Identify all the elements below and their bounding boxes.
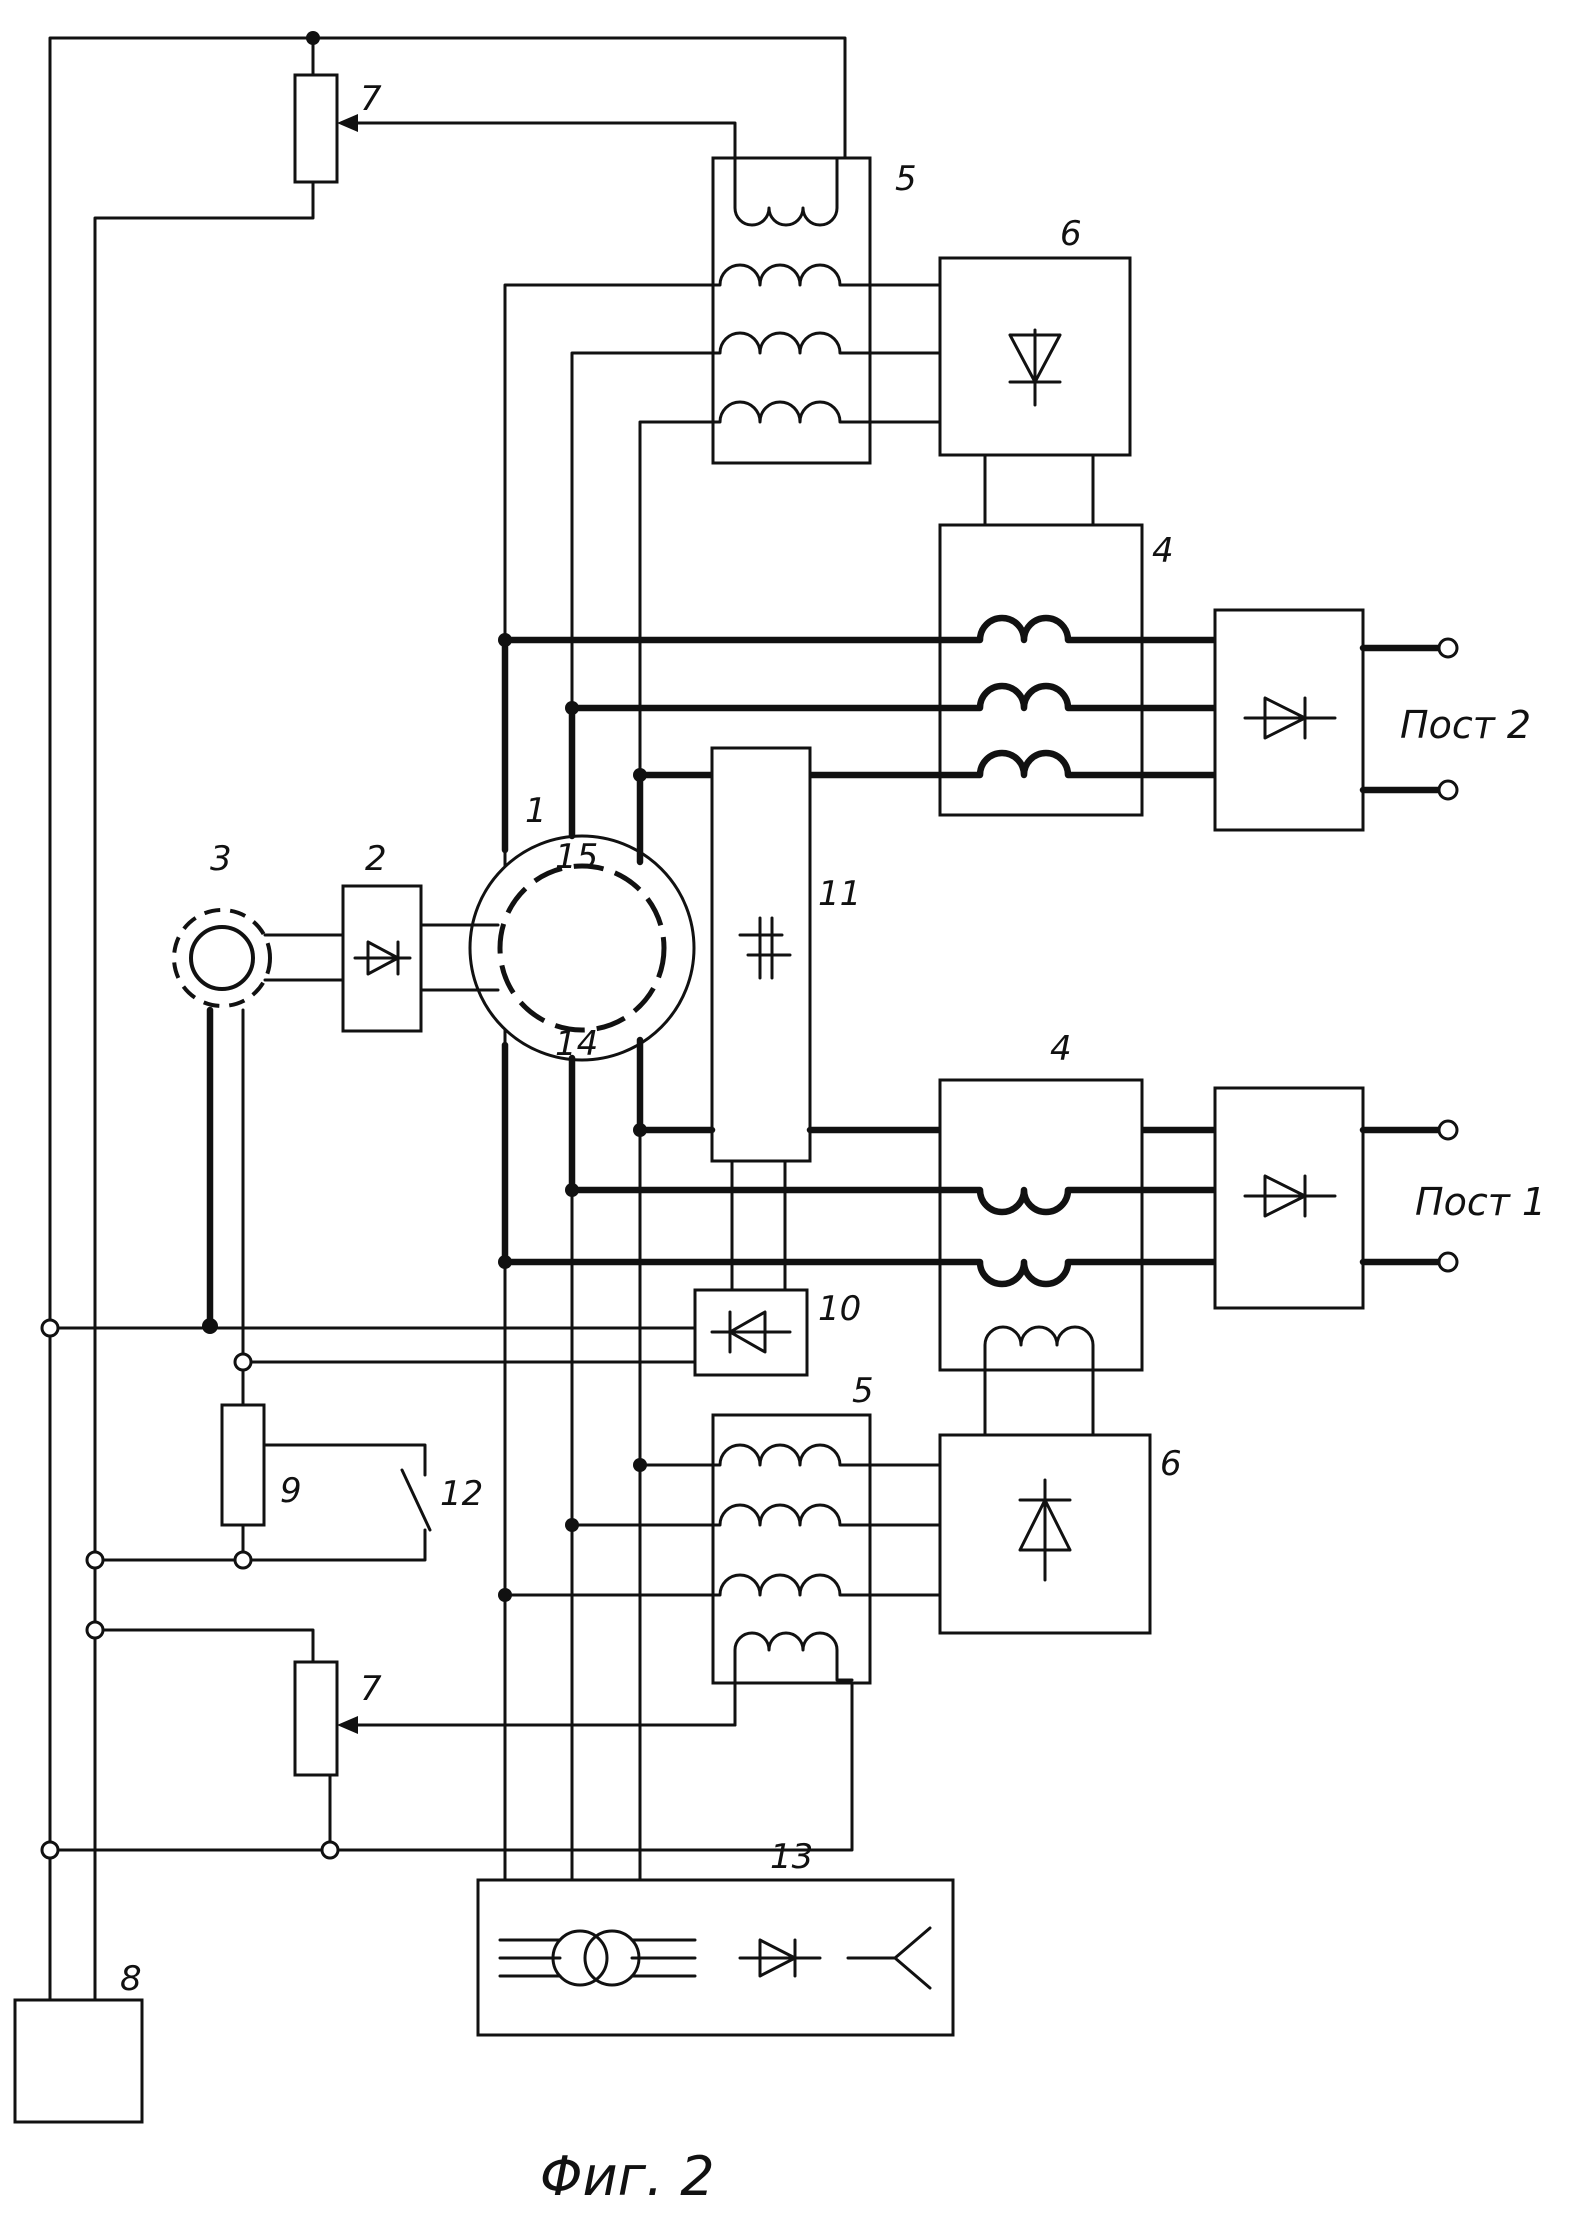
transformer-4-top bbox=[501, 523, 1219, 817]
resistor-7-top bbox=[293, 73, 737, 184]
rectifier-6-bottom bbox=[938, 1433, 1152, 1635]
left-bus-wires bbox=[48, 36, 854, 2002]
unit-13 bbox=[476, 1878, 955, 2037]
label-transformer-4-top: 4 bbox=[1152, 531, 1174, 571]
label-source-8: 8 bbox=[120, 1959, 142, 1999]
switch-11 bbox=[636, 746, 1219, 1292]
label-post-1: Пост 1 bbox=[1415, 1180, 1546, 1224]
label-transformer-4-bottom: 4 bbox=[1050, 1029, 1072, 1069]
label-switch-11: 11 bbox=[818, 874, 861, 914]
resistor-7-bottom bbox=[293, 1660, 358, 1777]
transformer-5-top bbox=[503, 153, 942, 1882]
rectifier-2 bbox=[263, 884, 500, 1033]
exciter-3 bbox=[172, 908, 697, 1364]
label-exciter-3: 3 bbox=[210, 839, 232, 879]
label-rectifier-6-bottom: 6 bbox=[1160, 1444, 1182, 1484]
label-unit-13: 13 bbox=[770, 1837, 813, 1877]
switch-12 bbox=[93, 1468, 432, 1562]
diode-10 bbox=[693, 1288, 809, 1377]
label-resistor-7-bottom: 7 bbox=[360, 1669, 382, 1709]
label-switch-12: 12 bbox=[440, 1474, 483, 1514]
rectifier-post2 bbox=[1213, 608, 1459, 832]
label-diode-10: 10 bbox=[818, 1289, 861, 1329]
label-generator-1: 1 bbox=[525, 791, 547, 831]
generator-1 bbox=[468, 636, 696, 1266]
transformer-4-bottom bbox=[501, 1078, 1219, 1437]
rectifier-6-top bbox=[938, 256, 1132, 565]
resistor-9 bbox=[220, 1360, 427, 1562]
label-post-2: Пост 2 bbox=[1400, 703, 1531, 747]
label-rectifier-6-top: 6 bbox=[1060, 214, 1082, 254]
label-resistor-7-top: 7 bbox=[360, 79, 382, 119]
label-transformer-5-bottom: 5 bbox=[852, 1371, 874, 1411]
label-winding-15: 15 bbox=[555, 837, 598, 877]
rectifier-post1 bbox=[1213, 1086, 1459, 1310]
source-8 bbox=[13, 1998, 144, 2124]
label-transformer-5-top: 5 bbox=[895, 159, 917, 199]
label-rectifier-2: 2 bbox=[365, 839, 387, 879]
figure-caption: Φиг. 2 bbox=[540, 2145, 715, 2208]
junction-dots bbox=[40, 31, 647, 1860]
label-winding-14: 14 bbox=[555, 1024, 598, 1064]
label-resistor-9: 9 bbox=[280, 1471, 302, 1511]
component-labels: 1 2 3 4 4 5 5 6 6 7 7 8 9 10 11 12 13 14… bbox=[120, 79, 1182, 1999]
transformer-5-bottom bbox=[353, 1413, 942, 1727]
terminal-labels: Пост 2 Пост 1 bbox=[1400, 703, 1546, 1224]
